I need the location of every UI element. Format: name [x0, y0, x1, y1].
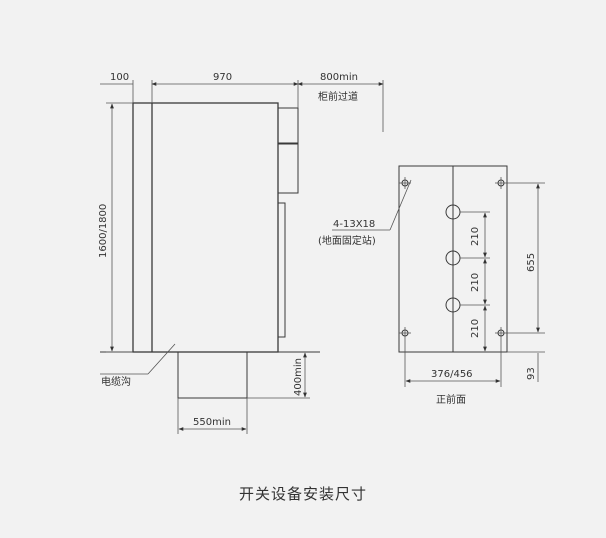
dim-label-spacing-2: 210	[470, 273, 481, 292]
side-view: 100 970 800min 柜前过道 1600/1800 电缆沟 400min…	[98, 72, 384, 434]
fixing-hole-top-left	[399, 177, 411, 189]
dim-label-100: 100	[110, 72, 129, 83]
dim-label-total-height: 655	[526, 253, 537, 272]
front-view-label: 正前面	[436, 393, 466, 406]
front-door	[277, 202, 286, 338]
front-panel-upper	[277, 107, 299, 145]
cable-trench-label: 电缆沟	[101, 375, 131, 388]
dim-label-trench-width: 550min	[193, 417, 231, 428]
leader-line	[389, 179, 412, 231]
dim-label-height: 1600/1800	[98, 204, 109, 258]
fixing-hole-bottom-right	[495, 327, 507, 339]
dim-label-trench-depth: 400min	[293, 358, 304, 396]
hole-spec-label: 4-13X18	[333, 219, 375, 230]
dim-label-spacing-3: 210	[470, 319, 481, 338]
cabinet-body	[132, 102, 279, 353]
fixing-hole-top-right	[495, 177, 507, 189]
dim-label-spacing-1: 210	[470, 227, 481, 246]
dim-label-bottom: 93	[526, 367, 537, 380]
figure-caption: 开关设备安装尺寸	[238, 485, 367, 503]
front-panel-middle	[277, 142, 299, 194]
hole-note-label: (地面固定站)	[318, 234, 376, 247]
dim-label-width: 376/456	[431, 369, 473, 380]
dim-label-800min: 800min	[320, 72, 358, 83]
cable-trench	[177, 351, 248, 399]
fixing-hole-bottom-left	[399, 327, 411, 339]
dim-label-970: 970	[213, 72, 232, 83]
leader-line	[147, 343, 176, 375]
front-view: 4-13X18 (地面固定站) 210 210 210 655 93	[318, 165, 545, 406]
aisle-label: 柜前过道	[318, 90, 358, 103]
